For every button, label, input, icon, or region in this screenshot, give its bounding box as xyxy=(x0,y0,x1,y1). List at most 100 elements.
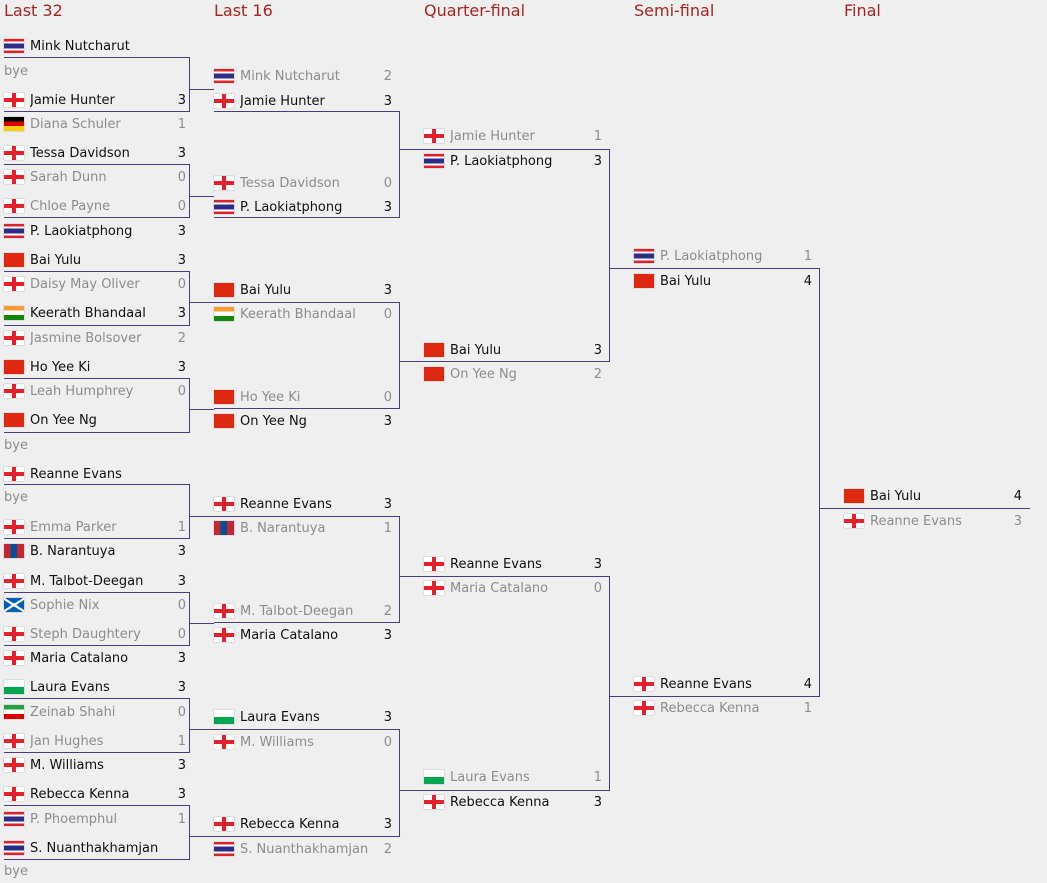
quarter-entry[interactable]: Reanne Evans 3 xyxy=(424,553,602,575)
last32-entry[interactable]: On Yee Ng xyxy=(4,409,186,431)
tha-flag-icon xyxy=(214,69,234,83)
eng-flag-icon xyxy=(214,604,234,618)
player-score: 3 xyxy=(383,282,392,298)
bracket-connector xyxy=(400,790,610,791)
ind-flag-icon xyxy=(4,306,24,320)
mng-flag-icon xyxy=(214,521,234,535)
player-score: 1 xyxy=(177,733,186,749)
player-name: Laura Evans xyxy=(450,769,530,785)
player-name: B. Narantuya xyxy=(240,520,326,536)
bracket-connector xyxy=(190,729,214,730)
player-score: 3 xyxy=(177,223,186,239)
bye-label: bye xyxy=(4,438,28,453)
player-score: 0 xyxy=(177,276,186,292)
round-title-3: Quarter-final xyxy=(424,1,526,20)
bracket-connector xyxy=(4,378,190,379)
player-name: M. Talbot-Deegan xyxy=(30,573,144,589)
eng-flag-icon xyxy=(844,514,864,528)
player-name: Reanne Evans xyxy=(870,513,962,529)
eng-flag-icon xyxy=(214,497,234,511)
last32-entry[interactable]: M. Talbot-Deegan 3 xyxy=(4,570,186,592)
player-score: 3 xyxy=(593,556,602,572)
player-score: 3 xyxy=(177,650,186,666)
player-name: Bai Yulu xyxy=(450,342,502,358)
last32-entry[interactable]: Mink Nutcharut xyxy=(4,35,186,57)
player-score: 3 xyxy=(177,92,186,108)
wal-flag-icon xyxy=(214,710,234,724)
player-name: Reanne Evans xyxy=(240,496,332,512)
chn-flag-icon xyxy=(844,489,864,503)
player-name: Reanne Evans xyxy=(450,556,542,572)
player-score: 1 xyxy=(177,116,186,132)
bracket-connector xyxy=(189,805,190,860)
player-score: 4 xyxy=(803,676,812,692)
eng-flag-icon xyxy=(4,93,24,107)
last32-entry[interactable]: Reanne Evans xyxy=(4,463,186,485)
tha-flag-icon xyxy=(4,39,24,53)
player-score: 1 xyxy=(177,519,186,535)
mng-flag-icon xyxy=(4,544,24,558)
player-score: 0 xyxy=(383,175,392,191)
player-score: 3 xyxy=(177,573,186,589)
bracket-connector xyxy=(610,268,820,269)
bracket-connector xyxy=(4,432,190,433)
player-name: Laura Evans xyxy=(30,679,110,695)
bracket-connector xyxy=(4,111,190,112)
last32-entry[interactable]: S. Nuanthakhamjan xyxy=(4,837,186,859)
eng-flag-icon xyxy=(214,735,234,749)
last16-entry[interactable]: Tessa Davidson 0 xyxy=(214,172,392,194)
player-name: Tessa Davidson xyxy=(240,175,340,191)
